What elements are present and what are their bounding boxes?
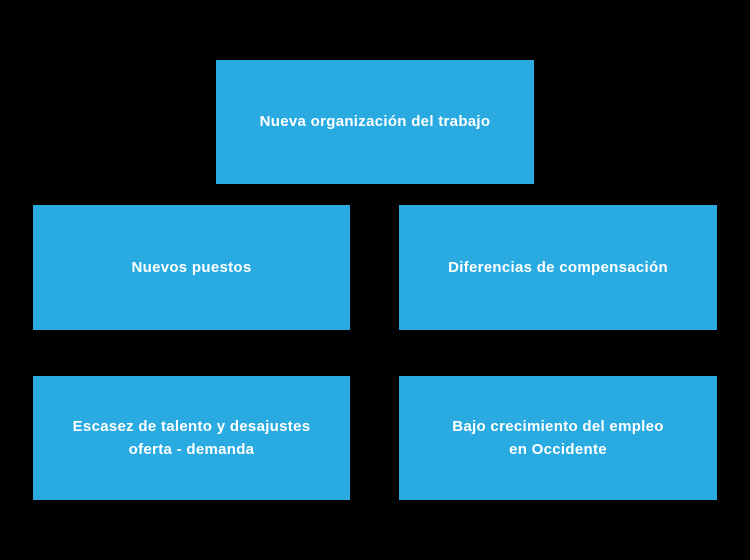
diagram-box-label: Bajo crecimiento del empleo en Occidente (452, 417, 664, 458)
diagram-box-label: Nuevos puestos (131, 258, 252, 276)
diagram-box-nueva-organizacion-del-trabajo: Nueva organización del trabajo (216, 60, 534, 184)
diagram-box-diferencias-de-compensacion: Diferencias de compensación (399, 205, 717, 330)
diagram-box-label: Diferencias de compensación (448, 258, 668, 276)
diagram-box-nuevos-puestos: Nuevos puestos (33, 205, 350, 330)
diagram-box-bajo-crecimiento-del-empleo: Bajo crecimiento del empleo en Occidente (399, 376, 717, 500)
diagram-box-label: Escasez de talento y desajustes oferta -… (72, 417, 311, 458)
diagram-box-label: Nueva organización del trabajo (259, 113, 491, 131)
diagram-box-escasez-de-talento: Escasez de talento y desajustes oferta -… (33, 376, 350, 500)
